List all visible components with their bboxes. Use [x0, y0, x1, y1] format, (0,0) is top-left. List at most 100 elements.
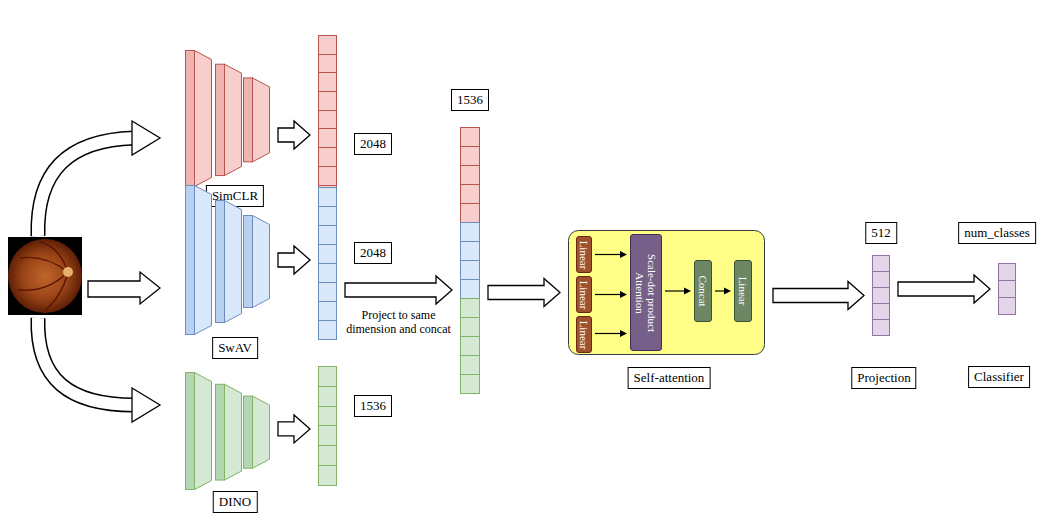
vector-cell [318, 166, 337, 186]
attention-module: Self-attentionLinearLinearLinearScale-do… [568, 230, 765, 355]
arrow-line [595, 333, 621, 334]
encoder-block: SimCLR [185, 50, 270, 187]
arrow-head [724, 288, 731, 295]
layer-front [186, 186, 195, 335]
concat-op: Concat [694, 260, 712, 322]
vector-cell [460, 298, 480, 318]
block-arrow [773, 282, 864, 310]
curved-arrow-fill [38, 138, 134, 236]
feature-vector: 1536 [318, 366, 337, 486]
vector-cell [872, 319, 890, 336]
layer-side [253, 78, 270, 162]
dimension-label: num_classes [958, 222, 1036, 244]
blood-vessels [18, 242, 68, 311]
vector-cell [872, 287, 890, 304]
flow-arrow [715, 288, 731, 295]
encoder-block: SwAV [185, 185, 270, 335]
layer-front [216, 64, 225, 175]
dimension-label: 1536 [451, 89, 489, 111]
vector-cell [318, 425, 337, 446]
vector-cell [318, 263, 337, 283]
encoder-block: DINO [185, 372, 270, 490]
vector-cell [460, 260, 480, 280]
vector-cell [318, 72, 337, 92]
dimension-label: 2048 [354, 242, 392, 264]
layer-front [244, 216, 253, 308]
vector-cell [318, 465, 337, 486]
layer-side [225, 201, 242, 323]
block-arrow [278, 121, 310, 149]
block-arrow [278, 246, 310, 274]
layer-front [186, 51, 195, 187]
vector-cell [460, 184, 480, 204]
block-arrow [345, 276, 452, 304]
arrow-line [595, 254, 621, 255]
layer-side [225, 384, 242, 480]
layer-name: Concat [697, 275, 709, 306]
vector-cell [318, 366, 337, 387]
module-label: Projection [851, 367, 916, 389]
feature-vector: 2048 [318, 187, 337, 340]
vector-cell [318, 386, 337, 407]
fundus-image [8, 237, 82, 315]
arrow-head [132, 121, 160, 155]
arrow-shape [898, 275, 990, 303]
vector-cell [460, 241, 480, 261]
block-arrow [278, 415, 310, 443]
curved-arrow-fill [38, 318, 134, 405]
vector-cell [460, 165, 480, 185]
arrow-head [620, 291, 627, 298]
encoder-layers [185, 185, 270, 335]
vector-cell [318, 244, 337, 264]
layer-name: Linear [578, 280, 590, 309]
linear-layer: Linear [576, 316, 592, 353]
curved-arrow-outline [38, 318, 134, 405]
arrow-head [684, 288, 691, 295]
layer-side [253, 216, 270, 308]
edge-label: Project to same dimension and concat [340, 308, 458, 336]
arrow-shape [773, 282, 864, 310]
linear-layer: Linear [576, 236, 592, 273]
vector-cell [460, 317, 480, 337]
dimension-label: 1536 [354, 395, 392, 417]
image-frame [8, 237, 82, 315]
encoder-layers [185, 372, 270, 490]
layer-name: Linear [578, 320, 590, 349]
block-arrow [898, 275, 990, 303]
vector-cell [318, 320, 337, 340]
block-arrow [88, 272, 160, 304]
vector-cell [318, 128, 337, 148]
encoder-layers [185, 50, 270, 187]
vector-cell [460, 279, 480, 299]
vector-cell [998, 263, 1016, 281]
layer-name: Linear [737, 277, 749, 306]
vector-cell [460, 336, 480, 356]
layer-name: Scale-dot product Attention [634, 248, 658, 338]
module-label: SimCLR [206, 185, 264, 207]
arrow-head [620, 330, 627, 337]
layer-side [195, 373, 212, 490]
vector-cell [318, 187, 337, 207]
classifier-vector: num_classesClassifier [998, 263, 1016, 315]
vector-cell [460, 355, 480, 375]
vector-cell [460, 222, 480, 242]
arrow-shape [488, 279, 560, 307]
flow-arrow [595, 291, 627, 298]
linear-layer: Linear [576, 276, 592, 313]
vector-cell [318, 54, 337, 74]
layer-name: Linear [578, 240, 590, 269]
arrow-line [715, 290, 725, 291]
attention-op: Scale-dot product Attention [630, 234, 662, 351]
dimension-label: 512 [865, 222, 897, 244]
layer-front [244, 396, 253, 468]
module-label: SwAV [212, 337, 258, 359]
vector-cell [872, 271, 890, 288]
vector-cell [318, 206, 337, 226]
layer-side [253, 396, 270, 468]
vector-cell [460, 146, 480, 166]
vector-cell [872, 255, 890, 272]
vector-cell [460, 374, 480, 394]
vector-cell [318, 301, 337, 321]
vector-cell [318, 110, 337, 130]
arrow-shape [345, 276, 452, 304]
